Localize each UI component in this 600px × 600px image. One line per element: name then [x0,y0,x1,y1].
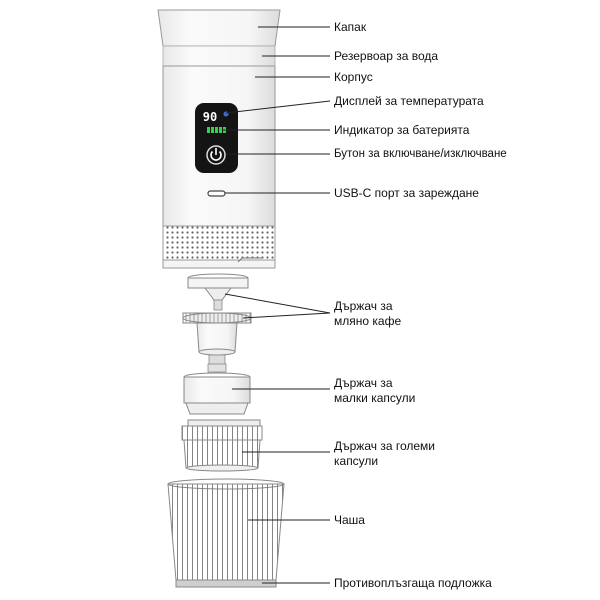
label-usb-port: USB-C порт за зареждане [334,186,479,200]
water-tank [162,45,276,67]
leader-lines [222,26,331,584]
anti-slip-pad [175,579,277,588]
label-body: Корпус [334,70,373,84]
label-ground-coffee-1: Държач за [334,299,393,313]
label-large-caps-1: Държач за големи [334,439,435,453]
temperature-readout: 90 [203,110,217,124]
label-small-caps-2: малки капсули [334,391,416,405]
label-cup: Чаша [334,513,365,527]
bottom-rim [162,259,276,269]
ground-coffee-holder [182,273,252,366]
label-power-button: Бутон за включване/изключване [334,148,507,160]
label-battery-indicator: Индикатор за батерията [334,123,470,137]
label-temp-display: Дисплей за температурата [334,94,484,108]
temperature-unit-dot [223,111,229,117]
label-large-caps-2: капсули [334,454,379,468]
lid [157,9,281,47]
label-ground-coffee-2: мляно кафе [334,314,402,328]
small-capsule-holder [183,363,251,415]
label-antislip-pad: Противоплъзгаща подложка [334,576,492,590]
cup [167,478,285,588]
label-small-caps-1: Държач за [334,376,393,390]
main-unit: 90 [157,9,281,269]
large-capsule-holder [181,419,263,472]
usb-c-port[interactable] [207,190,226,197]
label-lid: Капак [334,20,367,34]
power-icon[interactable] [206,145,226,165]
label-water-tank: Резервоар за вода [334,49,439,63]
display-panel [195,103,238,173]
perforated-grille [162,225,276,261]
